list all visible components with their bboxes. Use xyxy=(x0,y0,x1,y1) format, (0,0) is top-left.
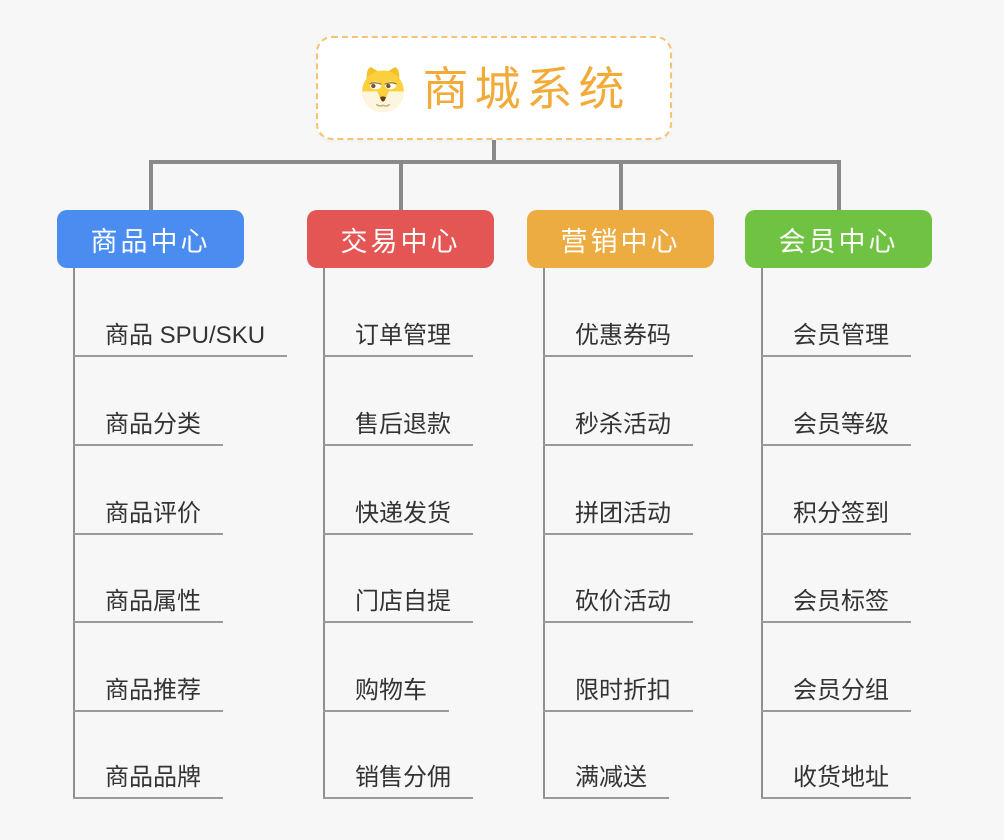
branch-drop-line xyxy=(837,160,841,210)
node-item[interactable]: 砍价活动 xyxy=(543,587,693,623)
node-item[interactable]: 会员分组 xyxy=(761,676,911,712)
branch-drop-line xyxy=(619,160,623,210)
node-item[interactable]: 商品分类 xyxy=(73,410,223,446)
branch-label: 交易中心 xyxy=(340,226,461,257)
node-item[interactable]: 拼团活动 xyxy=(543,499,693,535)
node-item[interactable]: 商品推荐 xyxy=(73,676,223,712)
node-item[interactable]: 满减送 xyxy=(543,763,669,799)
root-connector-stub xyxy=(492,140,496,164)
node-item[interactable]: 秒杀活动 xyxy=(543,410,693,446)
node-item[interactable]: 商品属性 xyxy=(73,587,223,623)
doge-icon xyxy=(358,62,408,114)
node-item[interactable]: 优惠券码 xyxy=(543,321,693,357)
node-item[interactable]: 会员等级 xyxy=(761,410,911,446)
branch-label: 营销中心 xyxy=(560,226,681,257)
node-item[interactable]: 积分签到 xyxy=(761,499,911,535)
branch-node[interactable]: 会员中心 xyxy=(745,210,932,268)
branch-node[interactable]: 营销中心 xyxy=(527,210,714,268)
branch-connector-bar xyxy=(149,160,841,164)
node-item[interactable]: 售后退款 xyxy=(323,410,473,446)
node-item[interactable]: 收货地址 xyxy=(761,763,911,799)
node-item[interactable]: 销售分佣 xyxy=(323,763,473,799)
node-item[interactable]: 订单管理 xyxy=(323,321,473,357)
branch-node[interactable]: 商品中心 xyxy=(57,210,244,268)
node-item[interactable]: 商品品牌 xyxy=(73,763,223,799)
branch-drop-line xyxy=(149,160,153,210)
node-item[interactable]: 快递发货 xyxy=(323,499,473,535)
node-item[interactable]: 商品 SPU/SKU xyxy=(73,321,288,357)
branch-label: 商品中心 xyxy=(90,226,211,257)
node-item[interactable]: 会员标签 xyxy=(761,587,911,623)
node-item[interactable]: 购物车 xyxy=(323,676,449,712)
node-item[interactable]: 门店自提 xyxy=(323,587,473,623)
branch-node[interactable]: 交易中心 xyxy=(307,210,494,268)
node-item[interactable]: 商品评价 xyxy=(73,499,223,535)
root-node[interactable]: 商城系统 xyxy=(316,36,672,140)
node-item[interactable]: 会员管理 xyxy=(761,321,911,357)
branch-label: 会员中心 xyxy=(778,226,899,257)
node-item[interactable]: 限时折扣 xyxy=(543,676,693,712)
branch-drop-line xyxy=(399,160,403,210)
root-title: 商城系统 xyxy=(422,63,631,115)
